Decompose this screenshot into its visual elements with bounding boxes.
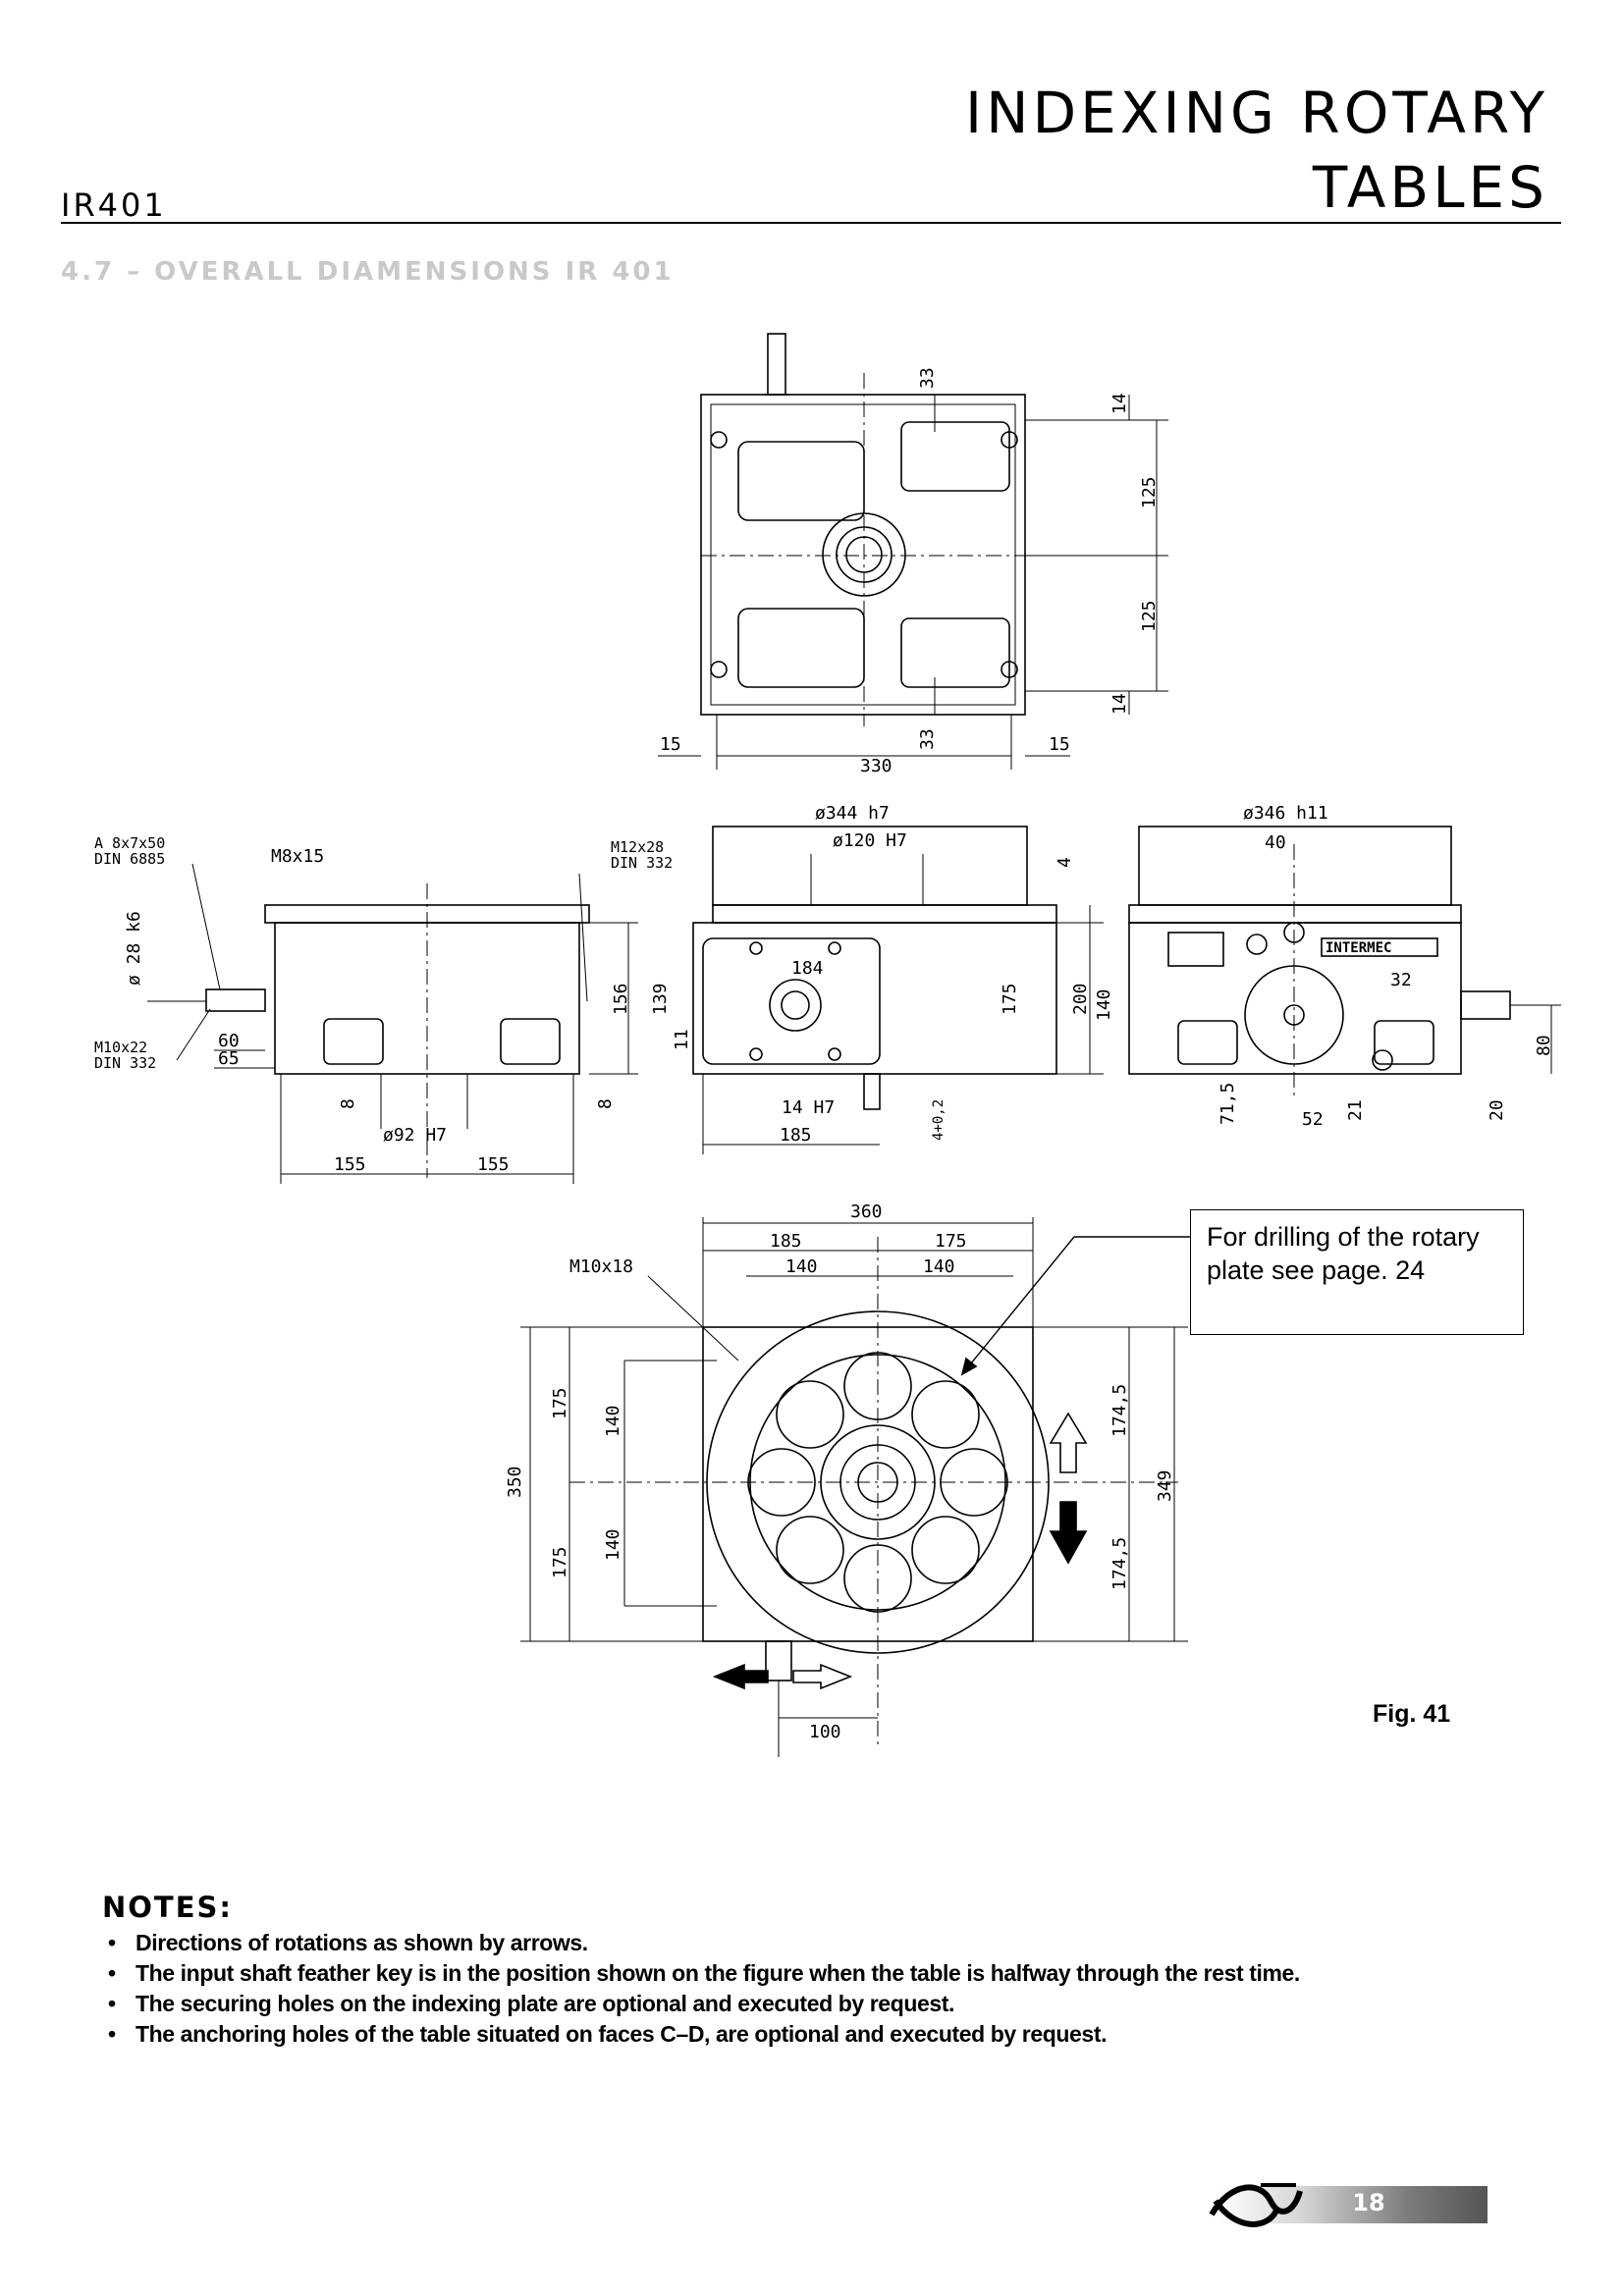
dim-label: 140 <box>603 1405 623 1437</box>
top-view <box>658 333 1168 770</box>
dim-label: 14 H7 <box>782 1097 835 1118</box>
technical-drawing: 33 14 125 125 14 33 15 15 330 A 8x7x50 D… <box>94 333 1561 1757</box>
header-rule <box>61 222 1561 224</box>
dim-label: 174,5 <box>1109 1537 1130 1590</box>
dim-label: 360 <box>850 1201 883 1222</box>
dim-label: ø120 H7 <box>833 830 907 851</box>
note-item: Directions of rotations as shown by arro… <box>102 1928 1516 1958</box>
dim-label: M10x22 <box>94 1039 147 1056</box>
dim-label: 8 <box>338 1098 358 1109</box>
dim-label: 40 <box>1265 832 1286 853</box>
dim-label: 65 <box>218 1048 240 1069</box>
document-title-line2: TABLES <box>1312 154 1548 221</box>
dim-label: 33 <box>917 367 938 389</box>
dim-label: DIN 332 <box>611 854 673 872</box>
dim-label: 100 <box>809 1722 841 1742</box>
note-item: The input shaft feather key is in the po… <box>102 1958 1516 1989</box>
dim-label: 184 <box>791 958 824 979</box>
dim-label: A 8x7x50 <box>94 834 165 852</box>
dim-label: 125 <box>1139 600 1160 632</box>
figure-label: Fig. 41 <box>1373 1700 1451 1728</box>
dim-label: 60 <box>218 1031 240 1051</box>
dim-label: 140 <box>603 1528 623 1561</box>
note-item: The anchoring holes of the table situate… <box>102 2019 1516 2050</box>
dim-label: 21 <box>1345 1099 1366 1121</box>
front-view <box>692 826 1104 1154</box>
dim-label: 71,5 <box>1217 1083 1238 1125</box>
dim-label: 80 <box>1534 1035 1554 1056</box>
dim-label: 200 <box>1070 983 1091 1015</box>
dim-label: 349 <box>1155 1469 1175 1502</box>
dim-label: 175 <box>550 1546 570 1578</box>
dim-label: 20 <box>1487 1099 1507 1121</box>
dim-label: 8 <box>595 1098 616 1109</box>
dim-label: ø92 H7 <box>383 1125 447 1146</box>
dim-label: 155 <box>477 1154 510 1175</box>
right-view <box>1128 826 1561 1099</box>
dim-label: ø346 h11 <box>1243 803 1328 824</box>
page-number: 18 <box>1352 2189 1385 2216</box>
dim-label: M10x18 <box>569 1256 633 1277</box>
dim-label: 33 <box>917 728 938 750</box>
drilling-note-box: For drilling of the rotary plate see pag… <box>1190 1209 1524 1335</box>
dim-label: DIN 6885 <box>94 850 165 868</box>
dim-label: M8x15 <box>271 846 324 867</box>
dim-label: DIN 332 <box>94 1054 156 1072</box>
dim-label: 156 <box>611 983 631 1015</box>
dim-label: 350 <box>505 1466 525 1498</box>
dim-label: M12x28 <box>611 838 664 856</box>
dim-label: 174,5 <box>1109 1384 1130 1437</box>
dim-label: 140 <box>785 1256 818 1277</box>
dim-label: 52 <box>1302 1109 1324 1130</box>
dim-label: 14 <box>1109 393 1130 414</box>
dim-label: ø344 h7 <box>815 803 890 824</box>
dim-label: 155 <box>334 1154 366 1175</box>
dim-label: 4 <box>1055 857 1075 868</box>
notes-list: Directions of rotations as shown by arro… <box>102 1928 1516 2050</box>
document-title-line1: INDEXING ROTARY <box>965 80 1548 146</box>
section-heading: 4.7 – OVERALL DIAMENSIONS IR 401 <box>61 257 675 287</box>
dim-label: 175 <box>935 1231 967 1252</box>
dim-label: 175 <box>550 1387 570 1419</box>
dim-label: 32 <box>1390 970 1412 990</box>
company-logo-icon <box>1209 2183 1303 2227</box>
top-view-body <box>700 394 1026 716</box>
dim-label: 4+0,2 <box>931 1099 947 1141</box>
dim-label: ø 28 k6 <box>124 911 144 986</box>
dim-label: 125 <box>1139 476 1160 508</box>
notes-title: NOTES: <box>102 1891 233 1924</box>
dim-label: 15 <box>1049 734 1070 755</box>
dim-label: 140 <box>923 1256 955 1277</box>
dim-label: 140 <box>1094 988 1114 1021</box>
dim-label: 14 <box>1109 693 1130 715</box>
dim-label: 185 <box>770 1231 802 1252</box>
plan-view <box>520 1217 1190 1757</box>
dim-label: 139 <box>650 983 671 1015</box>
model-code: IR401 <box>61 187 167 224</box>
side-view <box>147 863 638 1184</box>
note-item: The securing holes on the indexing plate… <box>102 1989 1516 2019</box>
dim-label: 330 <box>860 756 893 776</box>
dim-label: 185 <box>780 1125 812 1146</box>
dim-label: 175 <box>1000 983 1020 1015</box>
dim-label: 11 <box>672 1029 692 1050</box>
dim-label: 15 <box>660 734 681 755</box>
brand-plate: INTERMEC <box>1325 940 1391 956</box>
